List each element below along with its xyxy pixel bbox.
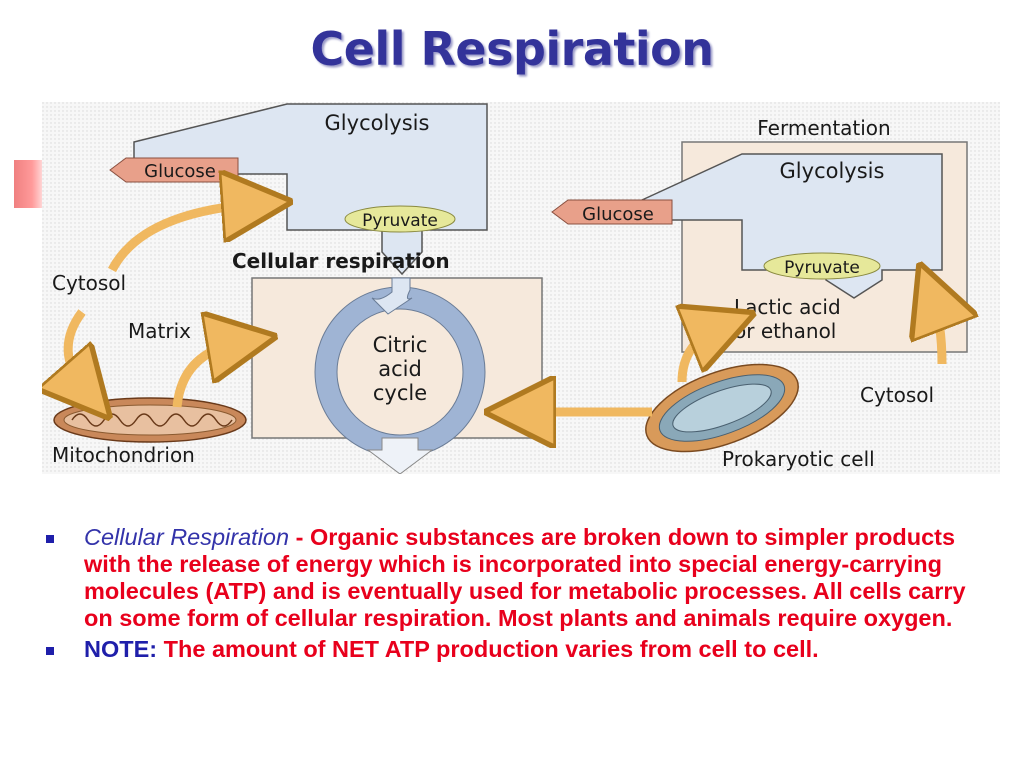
bullet-list: Cellular Respiration - Organic substance… [44,524,994,667]
bullet-note: NOTE: The amount of NET ATP production v… [44,636,994,663]
bullet-cellular-respiration: Cellular Respiration - Organic substance… [44,524,994,632]
glycolysis-label-left: Glycolysis [325,111,430,135]
orange-arrow-cell-to-glycolysis [682,326,722,383]
citric-label-line1: Citric [373,333,428,357]
glucose-tag-right [551,199,673,225]
mitochondrion-label: Mitochondrion [52,443,195,467]
pyruvate-oval-left [344,205,456,233]
glucose-label-left: Glucose [144,161,216,182]
slide-title: Cell Respiration [310,22,714,76]
orange-arrow-cytosol-up [932,296,942,365]
fermentation-label: Fermentation [757,116,890,140]
mitochondrion-illustration [53,397,247,443]
cellular-respiration-label: Cellular respiration [232,249,450,273]
term-cellular-respiration: Cellular Respiration [84,524,290,550]
orange-arrow-mito-to-matrix [172,342,242,408]
orange-arrow-cytosol-to-glucose [108,204,257,273]
glucose-label-right: Glucose [582,204,654,225]
glycolysis-label-right: Glycolysis [780,159,885,183]
bullet-marker [46,647,54,655]
citric-label-line2: acid [378,357,422,381]
bullet-marker [46,535,54,543]
product-label-line2: or ethanol [734,319,836,343]
accent-bar [14,160,44,208]
pyruvate-label-left: Pyruvate [362,211,438,231]
pyruvate-label-right: Pyruvate [784,258,860,278]
matrix-label: Matrix [128,319,191,343]
note-text: The amount of NET ATP production varies … [157,636,819,662]
cycle-exit-arrow [366,437,434,474]
cycle-entry-arrow [371,277,413,315]
note-label: NOTE: [84,636,158,662]
cell-respiration-diagram: Glycolysis Glucose Pyruvate Cellular res… [42,102,1000,474]
cytosol-label-left: Cytosol [52,271,126,295]
term-separator: - [289,524,310,550]
prokaryotic-cell-label: Prokaryotic cell [722,447,875,471]
product-label-line1: Lactic acid [734,295,841,319]
cytosol-label-right: Cytosol [860,383,934,407]
orange-arrow-cytosol-to-mito [68,309,87,392]
prokaryotic-cell-illustration [645,363,799,453]
pyruvate-oval-right [763,252,881,280]
citric-label-line3: cycle [373,381,427,405]
definition-text: Organic substances are broken down to si… [84,524,966,631]
